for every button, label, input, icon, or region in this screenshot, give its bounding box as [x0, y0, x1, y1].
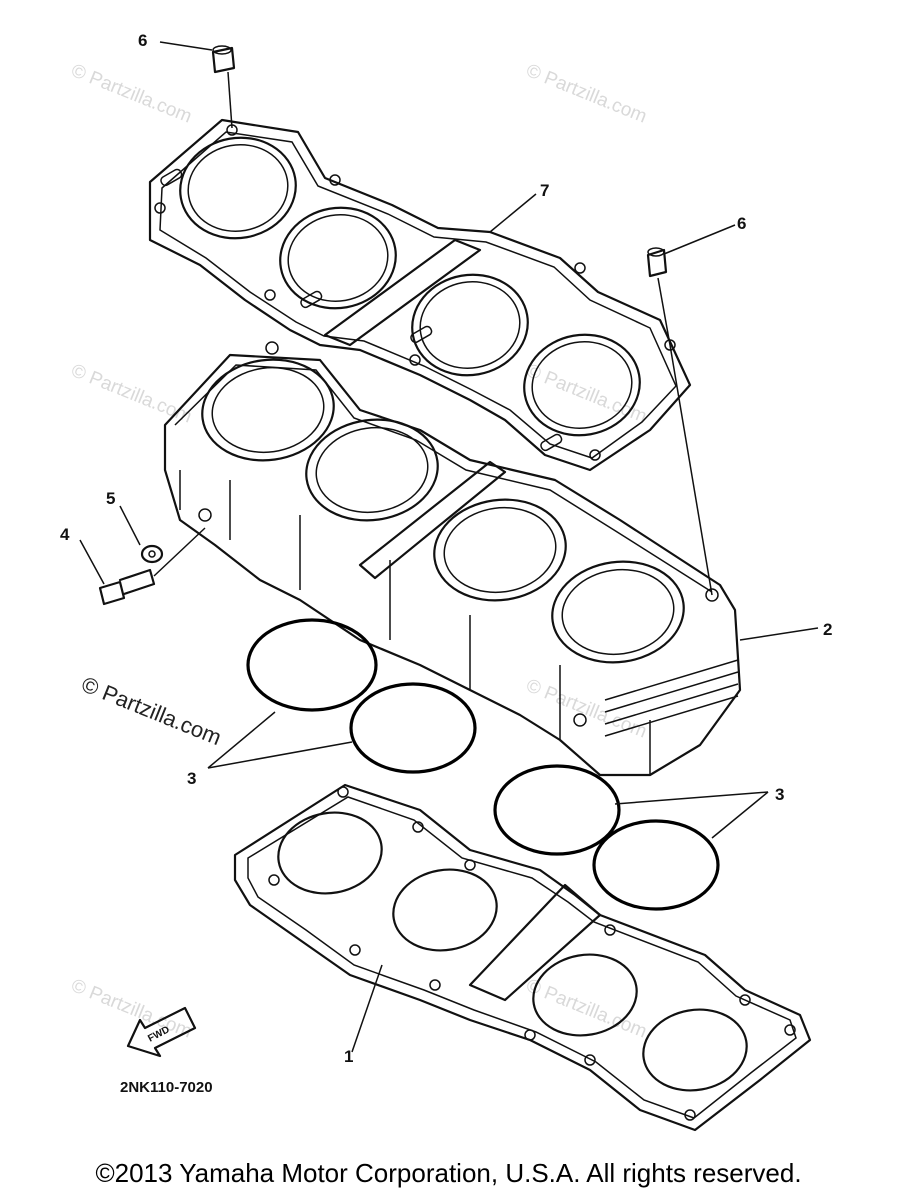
callout-6-right: 6: [737, 214, 746, 233]
watermark: © Partzilla.com: [523, 675, 650, 742]
fastener-leader: [153, 527, 206, 577]
diagram-code: 2NK110-7020: [120, 1079, 213, 1096]
callout-7: 7: [540, 181, 549, 200]
o-ring: [493, 764, 621, 856]
watermark: © Partzilla.com: [523, 60, 650, 127]
bolt-part-4: [98, 568, 156, 606]
o-ring: [349, 682, 477, 774]
base-gasket-part-1: [233, 783, 812, 1132]
callout-5: 5: [106, 489, 115, 508]
callout-6-top: 6: [138, 31, 147, 50]
callout-3-left: 3: [187, 769, 196, 788]
callout-3-right: 3: [775, 785, 784, 804]
head-gasket-part-7: [148, 118, 692, 472]
dowel-pin-part-6-top: [211, 45, 236, 129]
watermark: © Partzilla.com: [68, 975, 195, 1042]
o-ring: [246, 618, 378, 712]
callout-4: 4: [60, 525, 70, 544]
callout-labels: 6 7 6 5 4 2 3 3 1: [60, 31, 832, 1066]
watermark-prominent: © Partzilla.com: [78, 671, 225, 750]
callout-2: 2: [823, 620, 832, 639]
washer-part-5: [140, 544, 164, 564]
copyright-notice: ©2013 Yamaha Motor Corporation, U.S.A. A…: [95, 1158, 802, 1188]
cylinder-block-part-2: [163, 341, 742, 777]
leader-lines: [79, 41, 819, 1053]
o-rings-part-3: [246, 618, 720, 911]
watermark: © Partzilla.com: [68, 60, 195, 127]
o-ring: [592, 819, 720, 911]
dowel-pin-part-6-right: [646, 247, 713, 596]
callout-1: 1: [344, 1047, 353, 1066]
watermark: © Partzilla.com: [68, 360, 195, 427]
